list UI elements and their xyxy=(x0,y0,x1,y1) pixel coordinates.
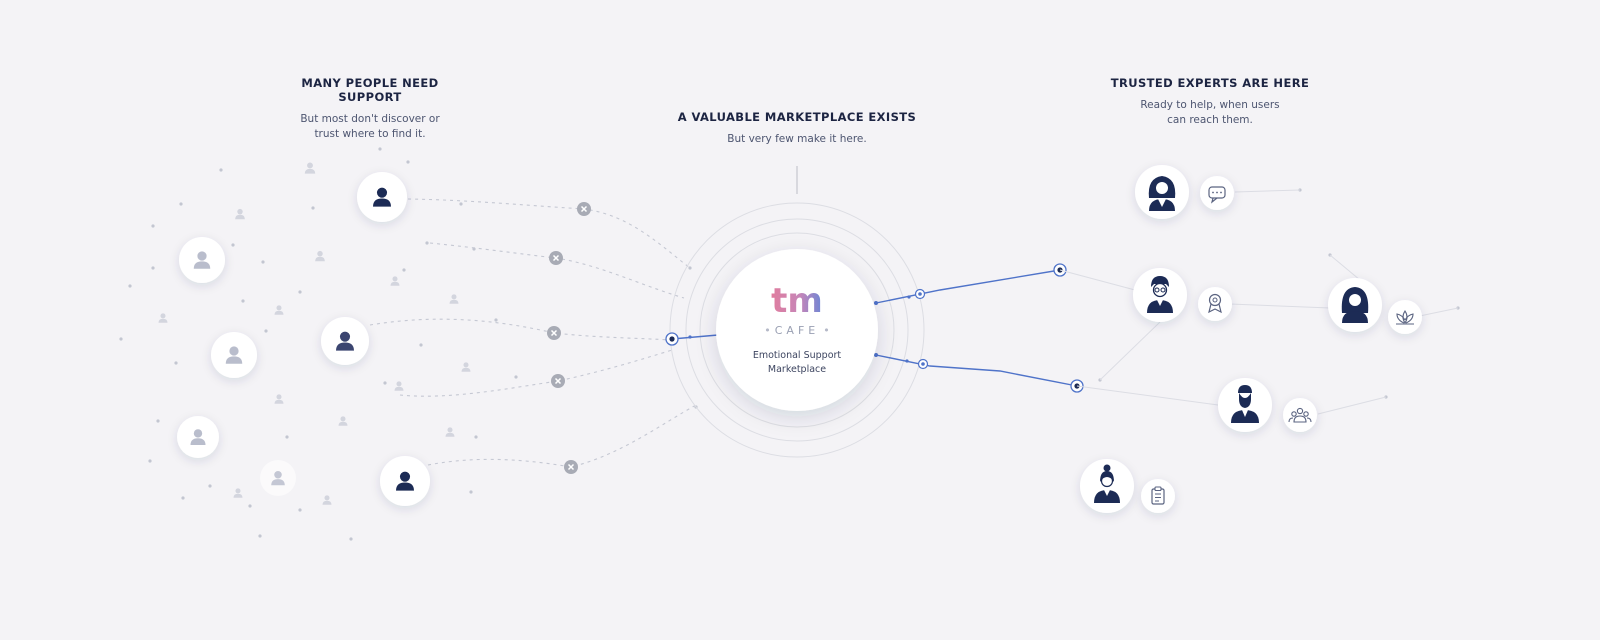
scatter-dot xyxy=(425,241,429,245)
faded-seekers xyxy=(158,162,471,505)
group-icon xyxy=(1283,398,1317,432)
ghost-person-icon xyxy=(449,294,459,304)
scatter-dot xyxy=(285,435,289,439)
x-marker xyxy=(564,460,578,474)
scatter-dot xyxy=(378,147,382,151)
faded-person-avatar xyxy=(260,460,296,496)
scatter-dot xyxy=(688,266,692,270)
ghost-person-icon xyxy=(394,381,404,391)
ghost-person-icon xyxy=(233,488,243,498)
scatter-dot xyxy=(264,329,268,333)
right-caption-title: TRUSTED EXPERTS ARE HERE xyxy=(1110,76,1310,90)
scatter-dot xyxy=(156,419,160,423)
scatter-dot xyxy=(298,290,302,294)
ghost-person-icon xyxy=(274,394,284,404)
scatter-dot xyxy=(514,375,518,379)
left-caption: MANY PEOPLE NEED SUPPORT But most don't … xyxy=(270,76,470,142)
seeker-avatar xyxy=(321,317,369,365)
seeker-avatar xyxy=(380,456,430,506)
expert-connections xyxy=(875,269,1078,387)
expert-avatar-woman xyxy=(1135,165,1189,219)
scatter-dot xyxy=(469,490,473,494)
scatter-dot xyxy=(174,361,178,365)
faded-person-avatar xyxy=(177,416,219,458)
center-caption-subtitle: But very few make it here. xyxy=(727,133,867,145)
ghost-person-icon xyxy=(322,495,332,505)
faded-person-avatar xyxy=(211,332,257,378)
scatter-dot xyxy=(406,160,410,164)
brand-name: CAFE xyxy=(774,324,820,337)
scatter-dot xyxy=(402,268,406,272)
scatter-dot xyxy=(208,484,212,488)
seeker-avatar xyxy=(357,172,407,222)
blocked-markers xyxy=(547,202,591,474)
logo-text: tm xyxy=(771,284,823,318)
lotus-icon xyxy=(1388,300,1422,334)
scatter-dot xyxy=(261,260,265,264)
ghost-person-icon xyxy=(338,416,348,426)
scatter-dot xyxy=(298,508,302,512)
scatter-dot xyxy=(311,206,315,210)
ghost-person-icon xyxy=(158,313,168,323)
brand-dot-right: • xyxy=(823,324,830,337)
x-marker xyxy=(577,202,591,216)
scatter-dot xyxy=(151,224,155,228)
ghost-person-icon xyxy=(390,276,400,286)
failed-connection-lines xyxy=(369,198,697,468)
ghost-person-icon xyxy=(235,208,245,220)
scatter-dot xyxy=(219,168,223,172)
award-badge-icon xyxy=(1198,287,1232,321)
connection-nodes xyxy=(874,263,1084,393)
tm-cafe-logo: tm xyxy=(771,284,823,318)
scatter-dot xyxy=(383,381,387,385)
hub-rings xyxy=(669,202,925,458)
expert-avatar-bearded-man xyxy=(1218,378,1272,432)
scatter-dot xyxy=(231,243,235,247)
scatter-dot xyxy=(349,537,353,541)
center-caption: A VALUABLE MARKETPLACE EXISTS But very f… xyxy=(672,110,922,147)
scatter-dot xyxy=(241,299,245,303)
hub-brand: •CAFE• xyxy=(717,324,877,337)
ghost-person-icon xyxy=(304,162,316,174)
scatter-dot xyxy=(258,534,262,538)
brand-dot-left: • xyxy=(764,324,771,337)
x-marker xyxy=(549,251,563,265)
scatter-dot xyxy=(419,343,423,347)
hub-label: Emotional Support Marketplace xyxy=(752,350,842,375)
expert-avatar-man-glasses xyxy=(1133,268,1187,322)
expert-avatar-woman-right xyxy=(1328,278,1382,332)
seekers xyxy=(321,172,430,506)
scatter-dot xyxy=(248,504,252,508)
x-marker xyxy=(547,326,561,340)
scatter-dot xyxy=(128,284,132,288)
experts xyxy=(1080,165,1422,513)
hub xyxy=(716,249,878,411)
faded-person-avatar xyxy=(179,237,225,283)
x-marker xyxy=(551,374,565,388)
left-caption-subtitle: But most don't discover or trust where t… xyxy=(300,113,440,140)
ghost-person-icon xyxy=(445,427,455,437)
right-caption: TRUSTED EXPERTS ARE HERE Ready to help, … xyxy=(1110,76,1310,128)
ghost-person-icon xyxy=(274,305,284,315)
ghost-person-icon xyxy=(315,250,325,262)
scatter-dot xyxy=(494,318,498,322)
chat-bubble-icon xyxy=(1200,176,1234,210)
scatter-dot xyxy=(148,459,152,463)
scatter-dot xyxy=(119,337,123,341)
scatter-dot xyxy=(181,496,185,500)
hub-content: tm •CAFE• Emotional Support Marketplace xyxy=(717,284,877,377)
center-caption-title: A VALUABLE MARKETPLACE EXISTS xyxy=(677,110,917,124)
expert-avatar-woman-bun xyxy=(1080,459,1134,513)
scatter-dot xyxy=(151,266,155,270)
clipboard-icon xyxy=(1141,479,1175,513)
scatter-dot xyxy=(459,202,463,206)
scatter-dot xyxy=(474,435,478,439)
ghost-person-icon xyxy=(461,362,471,372)
right-caption-subtitle: Ready to help, when users can reach them… xyxy=(1140,99,1280,126)
entry-node xyxy=(665,332,719,346)
scatter-dot xyxy=(179,202,183,206)
left-caption-title: MANY PEOPLE NEED SUPPORT xyxy=(301,76,439,104)
